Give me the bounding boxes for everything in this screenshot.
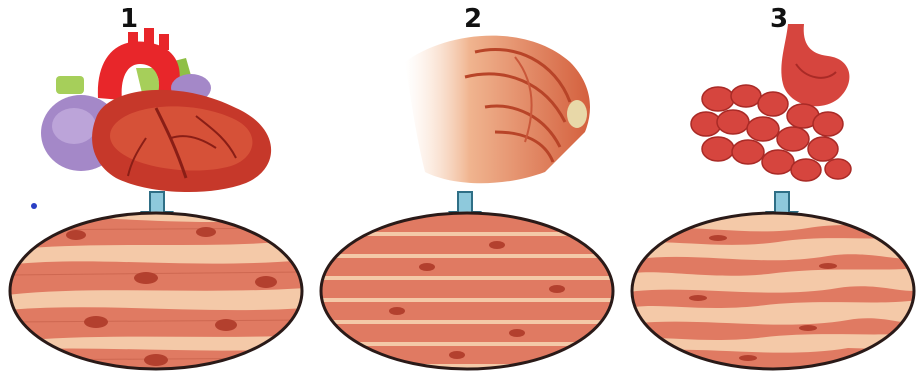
blue-dot — [30, 202, 38, 210]
smooth-muscle-circle — [628, 210, 918, 372]
digestive-tract-illustration — [678, 24, 868, 189]
heart-illustration — [36, 28, 286, 193]
skeletal-muscle-circle — [317, 210, 617, 372]
arm-muscle-illustration — [385, 22, 610, 192]
cardiac-muscle-circle — [6, 210, 306, 372]
